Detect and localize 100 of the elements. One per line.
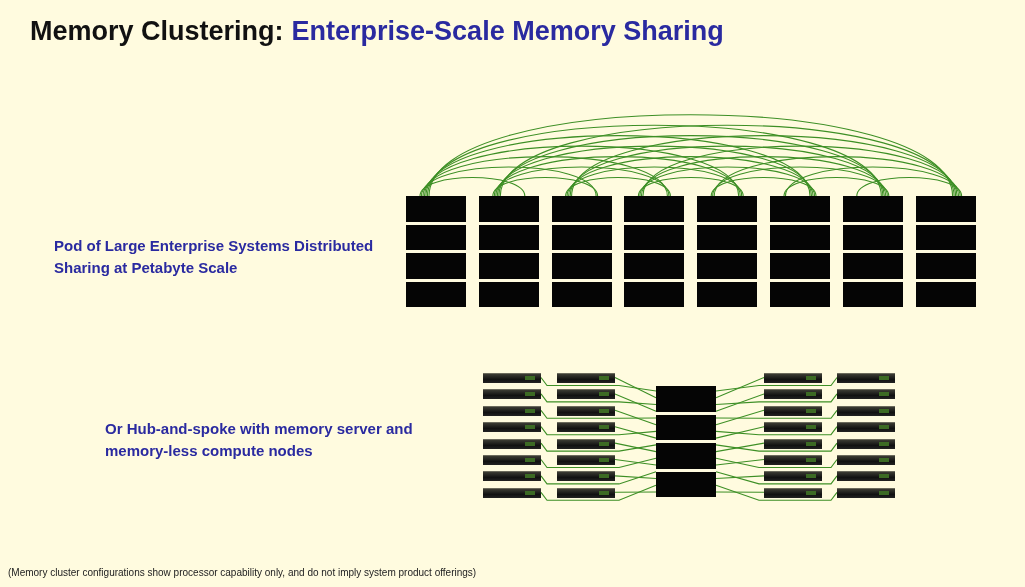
memory-server [656,386,716,497]
hub-description: Or Hub-and-spoke with memory server and memory-less compute nodes [105,419,414,461]
slide-title: Memory Clustering: [30,16,284,47]
compute-server [764,389,822,400]
connector-line [614,376,657,399]
compute-server [764,373,822,383]
connector-line [715,409,765,426]
compute-server [837,487,895,498]
connector-line [713,156,960,197]
compute-server [557,422,615,433]
connector-line [540,393,657,406]
connector-line [715,409,838,419]
connector-line [715,475,765,480]
compute-server [764,438,822,449]
connector-line [423,145,740,197]
compute-server [764,471,822,482]
connector-line [856,177,963,197]
connector-line [566,166,743,197]
connector-line [783,177,890,197]
connector-line [540,376,657,392]
connector-line [712,166,888,197]
connector-line [614,475,657,480]
compute-server [483,405,541,416]
compute-server [557,487,615,498]
footnote: (Memory cluster configurations show processor capability only, and do not imply system product offerings) [8,567,477,578]
compute-server [557,455,615,465]
connector-line [540,442,657,452]
connector-line [715,457,838,469]
compute-server [483,487,541,498]
compute-server [837,455,895,465]
connector-line [569,145,885,197]
connector-line [614,442,657,453]
connector-line [784,166,961,197]
connector-line [540,409,657,419]
compute-server [837,422,895,433]
compute-server [483,471,541,482]
connector-line [540,484,657,501]
connector-line [492,177,599,197]
compute-server [483,373,541,383]
compute-server [764,487,822,498]
connector-line [614,458,657,466]
connector-line [568,156,814,197]
compute-server [837,405,895,416]
connector-line [642,145,958,197]
compute-server [557,438,615,449]
pod-description: Pod of Large Enterprise Systems Distributed Sharing at Petabyte Scale [54,236,374,278]
server-rack [697,196,758,307]
compute-server [483,389,541,400]
connector-line [422,156,668,197]
connector-line [499,124,955,197]
connector-line [715,426,765,439]
server-rack [551,196,612,307]
compute-server [483,438,541,449]
connector-line [571,135,957,197]
compute-server [764,422,822,433]
connector-line [715,393,765,412]
connector-line [496,145,813,197]
connector-line [715,484,838,501]
compute-server [557,471,615,482]
connector-line [715,458,765,466]
connector-line [715,491,765,493]
connector-line [540,426,657,436]
compute-server [557,389,615,400]
connector-line [637,177,744,197]
connector-line [419,177,526,197]
compute-server [837,438,895,449]
compute-server [837,373,895,383]
connector-line [640,156,887,197]
slide-subtitle: Enterprise-Scale Memory Sharing [291,16,724,47]
connector-line [614,491,657,493]
server-rack [478,196,539,307]
connector-line [715,426,838,436]
connector-line [614,409,657,426]
compute-server [837,389,895,400]
connector-line [639,166,816,197]
server-rack [624,196,685,307]
connector-line [565,177,671,197]
connector-line [614,426,657,439]
connector-line [426,124,882,197]
connector-line [498,135,884,197]
server-rack [770,196,830,307]
connector-line [715,442,838,452]
connector-line [715,376,765,399]
connector-line [614,393,657,412]
connector-line [710,177,817,197]
connector-line [540,457,657,469]
compute-server [483,422,541,433]
compute-server [557,405,615,416]
connector-line [715,471,838,485]
connector-line [493,166,670,197]
compute-server [483,455,541,465]
compute-server [557,373,615,383]
connector-line [428,114,954,197]
server-rack [915,196,976,307]
connector-line [715,393,838,406]
compute-server [764,405,822,416]
connector-line [715,376,838,392]
connector-line [425,135,811,197]
compute-server [764,455,822,465]
server-rack [842,196,903,307]
